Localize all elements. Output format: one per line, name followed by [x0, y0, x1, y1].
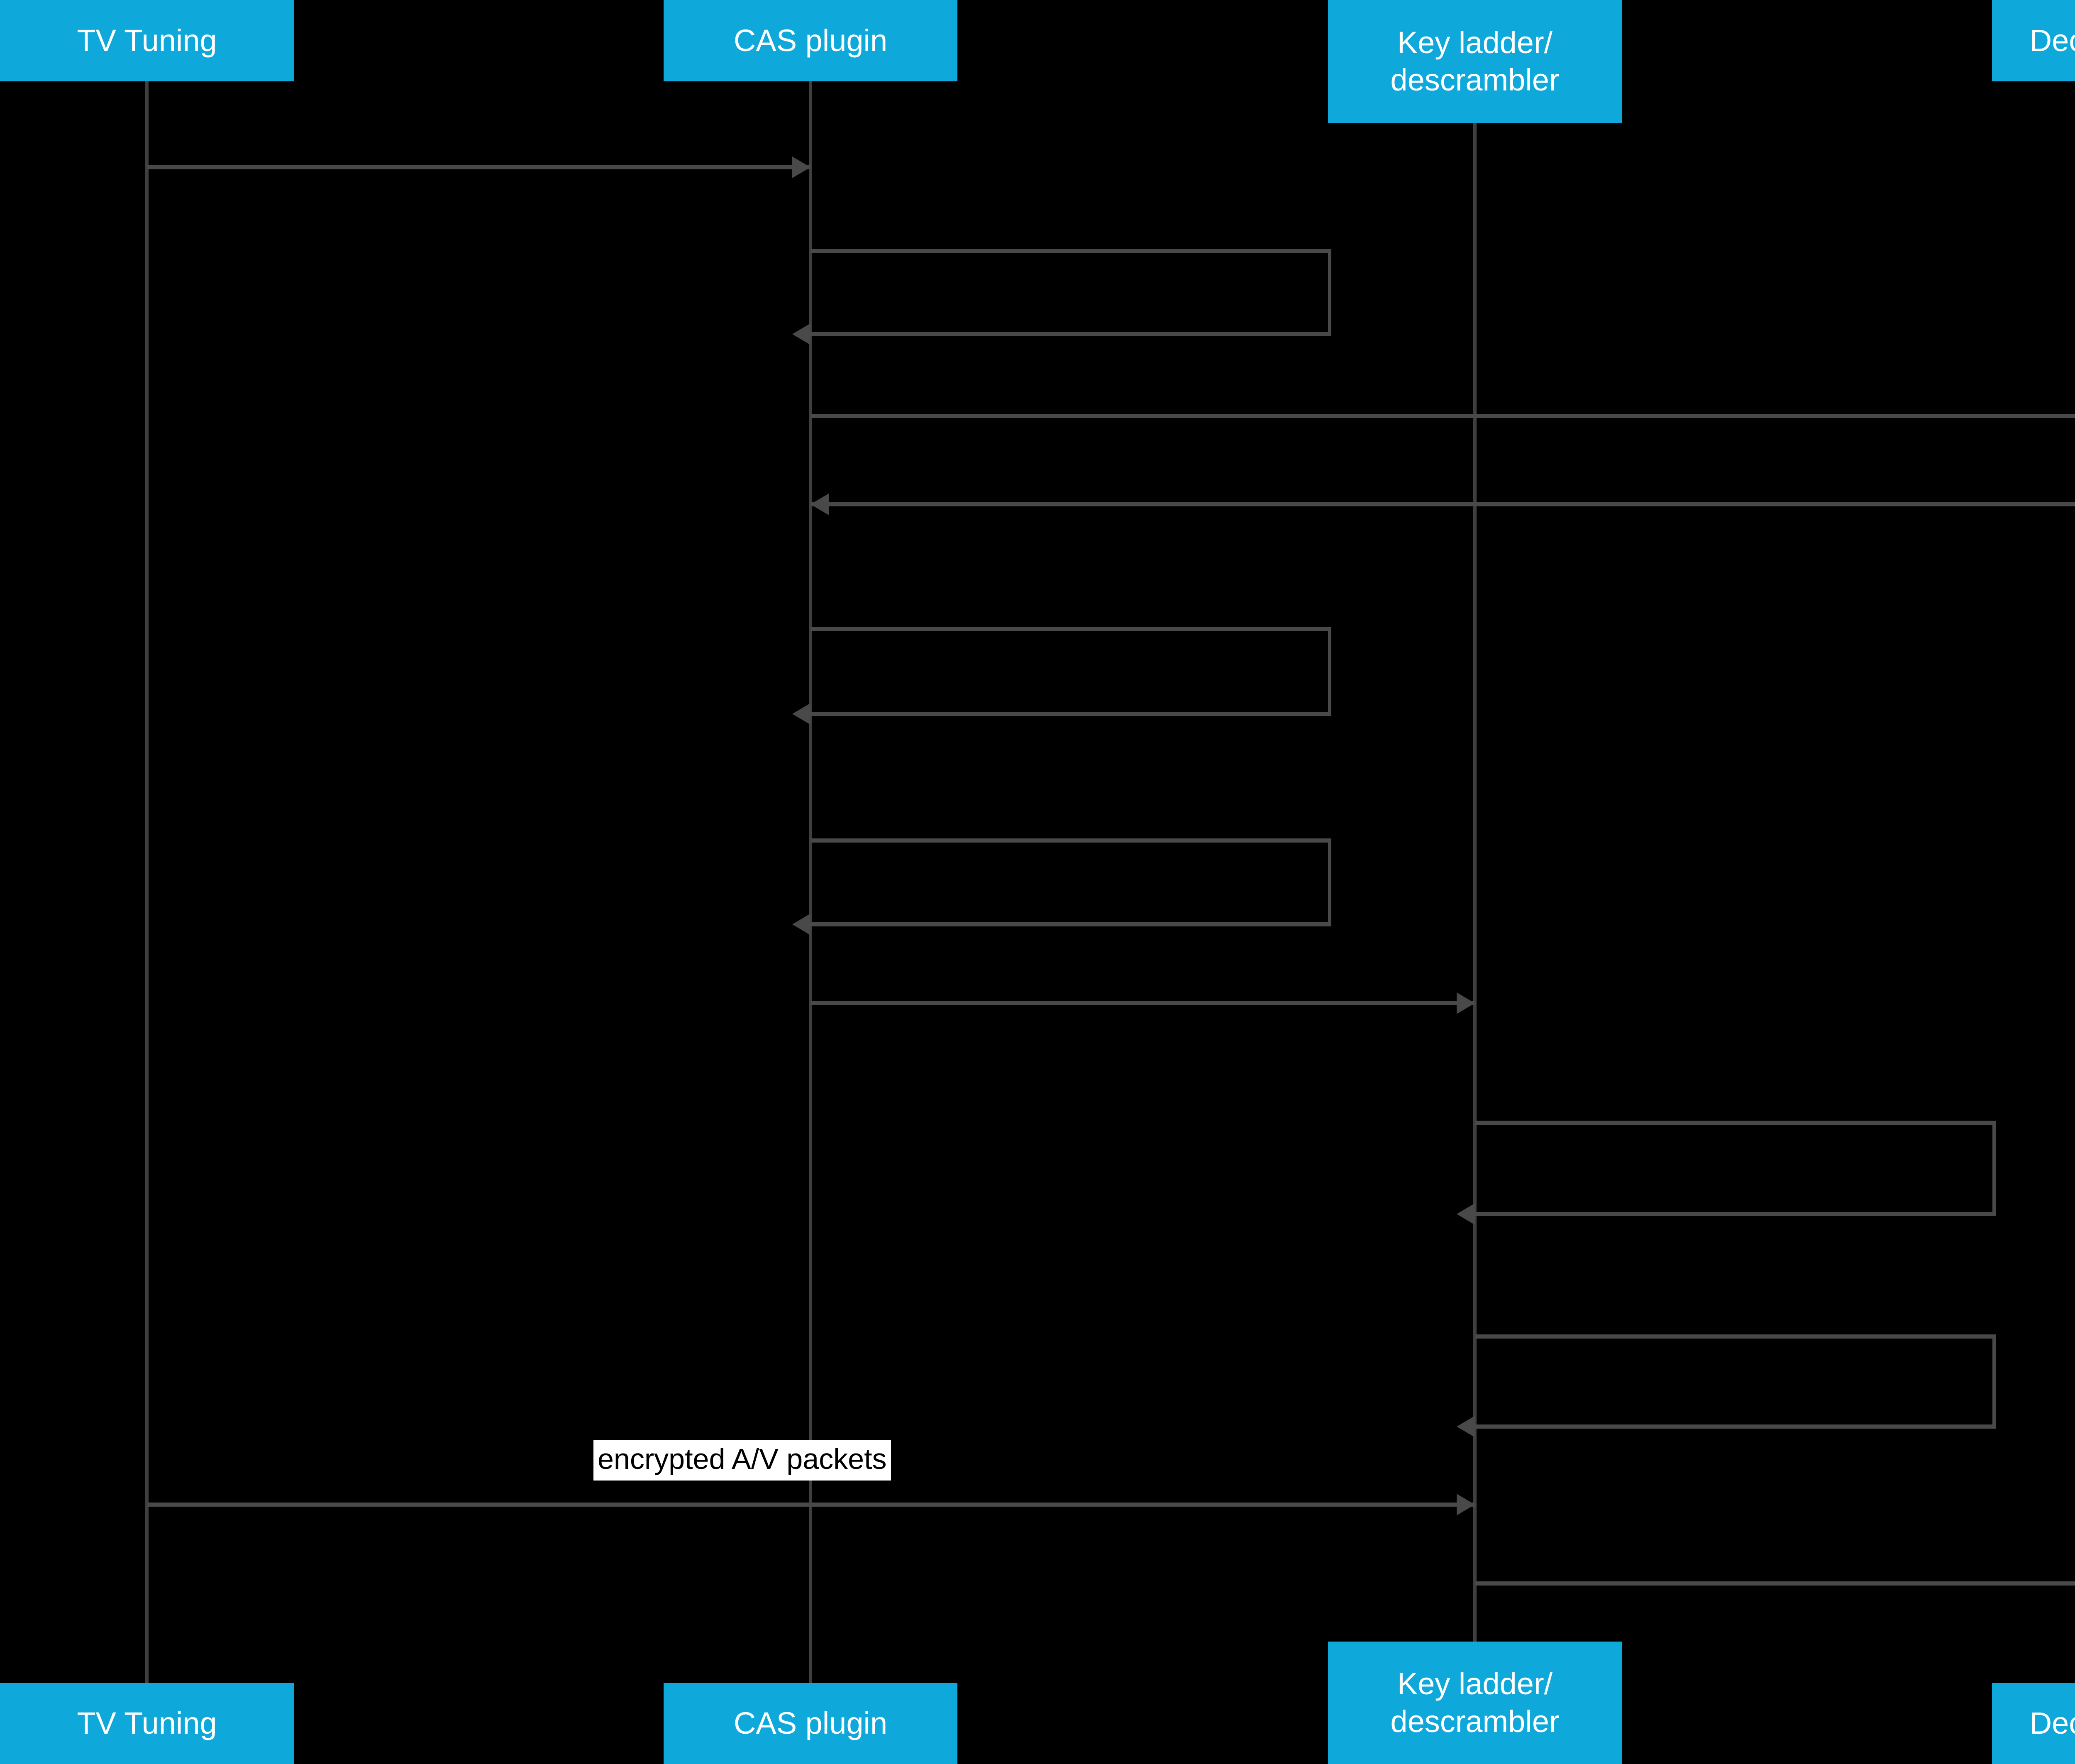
participant-header-cas-plugin[interactable]: CAS plugin: [664, 0, 957, 81]
message-line-m7: [810, 1001, 1475, 1005]
participant-footer-cas-plugin[interactable]: CAS plugin: [664, 1683, 957, 1764]
arrowhead-m5: [792, 703, 810, 725]
self-message-top-m9: [1475, 1334, 1996, 1339]
self-message-bottom-m8: [1475, 1212, 1996, 1216]
arrowhead-m6: [792, 914, 810, 935]
self-message-side-m6: [1328, 838, 1331, 922]
participant-footer-tv-tuning[interactable]: TV Tuning: [0, 1683, 294, 1764]
participant-header-tv-tuning[interactable]: TV Tuning: [0, 0, 294, 81]
message-line-m1: [147, 165, 810, 169]
self-message-top-m5: [810, 627, 1331, 631]
message-line-m10: [147, 1503, 1475, 1507]
self-message-top-m2: [810, 249, 1331, 253]
lifeline-tv-tuning: [145, 81, 149, 1683]
participant-footer-key-ladder[interactable]: Key ladder/ descrambler: [1328, 1642, 1622, 1764]
self-message-bottom-m9: [1475, 1424, 1996, 1429]
self-message-bottom-m6: [810, 922, 1331, 926]
participant-footer-decode[interactable]: Decode, display: [1992, 1683, 2075, 1764]
self-message-side-m9: [1992, 1334, 1996, 1424]
arrowhead-m7: [1457, 992, 1475, 1014]
participant-header-key-ladder[interactable]: Key ladder/ descrambler: [1328, 0, 1622, 123]
self-message-side-m5: [1328, 627, 1331, 712]
lifeline-cas-plugin: [809, 81, 812, 1683]
arrowhead-m8: [1457, 1203, 1475, 1225]
message-line-m3: [810, 414, 2075, 418]
self-message-bottom-m5: [810, 712, 1331, 716]
message-line-m4: [810, 502, 2075, 506]
lifeline-key-ladder: [1473, 123, 1477, 1642]
self-message-top-m8: [1475, 1121, 1996, 1125]
arrowhead-m2: [792, 323, 810, 345]
self-message-side-m8: [1992, 1121, 1996, 1212]
self-message-top-m6: [810, 838, 1331, 843]
message-label-m10: encrypted A/V packets: [593, 1440, 891, 1481]
arrowhead-m10: [1457, 1494, 1475, 1515]
message-line-m11: [1475, 1581, 2075, 1586]
arrowhead-m9: [1457, 1416, 1475, 1437]
self-message-bottom-m2: [810, 332, 1331, 336]
self-message-side-m2: [1328, 249, 1331, 332]
participant-header-decode[interactable]: Decode, display: [1992, 0, 2075, 81]
arrowhead-m4: [810, 494, 829, 515]
arrowhead-m1: [792, 156, 810, 178]
